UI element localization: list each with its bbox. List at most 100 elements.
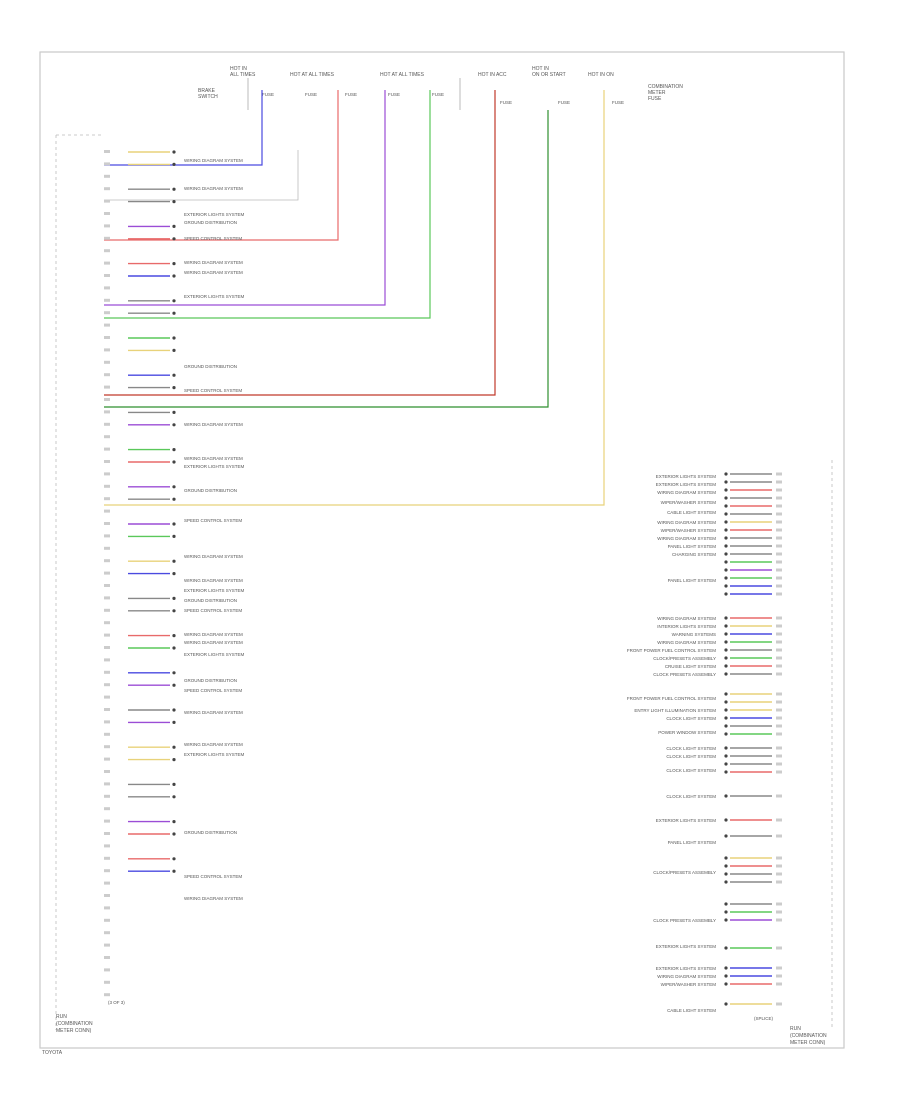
right-circuit-desc: WIPER/WASHER SYSTEM [661,500,717,505]
left-wire-terminal [172,497,176,501]
top-label-hot-all-3: HOT AT ALL TIMES [290,72,335,78]
left-wire-terminal [172,559,176,563]
left-circuit-descriptions: WIRING DIAGRAM SYSTEM WIRING DIAGRAM SYST… [184,158,245,901]
right-circuit-desc: CLOCK LIGHT SYSTEM [666,754,716,759]
left-pin-marker [104,956,110,959]
left-pin-marker [104,931,110,935]
right-pin-marker [776,512,782,516]
right-circuit-desc: CABLE LIGHT SYSTEM [667,510,716,515]
right-wire-terminal [724,856,728,860]
right-circuit-desc: FRONT POWER FUEL CONTROL SYSTEM [627,696,716,701]
left-pin-marker [104,509,110,513]
left-pin-marker [104,150,110,153]
right-pin-marker [776,692,782,696]
fuse-label: FUSE [500,100,512,105]
left-wire-terminal [172,646,176,650]
right-circuit-desc: CLOCK PRESETS ASSEMBLY [653,918,716,923]
left-pin-marker [104,472,110,476]
right-wire-terminal [724,624,728,628]
left-wire-terminal [172,795,176,799]
right-pin-marker [776,856,782,860]
right-circuit-desc: WIRING DIAGRAM SYSTEM [657,616,716,621]
right-wire-terminal [724,512,728,516]
left-circuit-desc: WIRING DIAGRAM SYSTEM [184,640,243,645]
left-circuit-desc: WIRING DIAGRAM SYSTEM [184,632,243,637]
right-pin-marker [776,584,782,588]
right-pin-marker [776,488,782,492]
right-wire-terminal [724,910,728,914]
right-circuit-desc: EXTERIOR LIGHTS SYSTEM [656,474,717,479]
right-pin-marker [776,552,782,556]
left-circuit-desc: WIRING DIAGRAM SYSTEM [184,554,243,559]
left-pin-marker [104,187,110,191]
right-circuit-desc: WARNING SYSTEMS [672,632,716,637]
left-wire-terminal [172,708,176,712]
left-wire-terminal [172,534,176,539]
left-wire-terminal [172,782,176,787]
right-wire-terminal [724,692,728,696]
left-wire-terminal [172,262,176,266]
right-circuit-desc: PANEL LIGHT SYSTEM [668,544,717,549]
left-circuit-desc: GROUND DISTRIBUTION [184,830,237,835]
right-pin-marker [776,770,782,774]
left-pin-marker [104,757,110,761]
right-pin-marker [776,746,782,750]
left-pin-marker [104,633,110,637]
left-pin-marker [104,918,110,922]
right-circuit-desc: WIPER/WASHER SYSTEM [661,982,717,987]
left-circuit-desc: SPEED CONTROL SYSTEM [184,236,242,241]
right-circuit-desc: POWER WINDOW SYSTEM [658,730,716,735]
left-pin-marker [104,298,110,302]
right-pin-marker [776,872,782,876]
top-label-comb-meter: COMBINATION [648,84,683,90]
right-wire-terminal [724,1002,728,1006]
left-wire-terminal [172,720,176,725]
right-wire-terminal [724,472,728,476]
right-wire-terminal [724,544,728,548]
right-pin-marker [776,568,782,572]
right-wire-terminal [724,946,728,950]
left-pin-marker [104,732,110,736]
right-pin-marker [776,656,782,660]
right-pin-marker [776,640,782,644]
left-circuit-desc: WIRING DIAGRAM SYSTEM [184,896,243,901]
right-circuit-desc: WIRING DIAGRAM SYSTEM [657,640,716,645]
right-wire-terminal [724,982,728,986]
left-circuit-desc: WIRING DIAGRAM SYSTEM [184,186,243,191]
left-wire-terminal [172,671,176,675]
left-circuit-desc: WIRING DIAGRAM SYSTEM [184,158,243,163]
fuse-label: FUSE [612,100,624,105]
fuse-label: FUSE [305,92,317,97]
right-wire-terminal [724,536,728,540]
top-label-group: HOT IN ALL TIMES BRAKE SWITCH HOT AT ALL… [198,66,683,102]
right-pin-marker [776,864,782,868]
right-pin-marker [776,974,782,978]
left-pin-marker [104,856,110,860]
left-circuit-desc: GROUND DISTRIBUTION [184,598,237,603]
left-pin-marker [104,212,110,215]
right-circuit-desc: CHARGING SYSTEM [672,552,716,557]
left-pin-marker [104,398,110,401]
left-pin-marker [104,274,110,277]
right-wire-terminal [724,918,728,922]
left-wire-terminal [172,410,176,414]
wire-dark-green [104,110,549,408]
left-wire-terminal [172,460,176,464]
right-wire-terminal [724,488,728,492]
left-circuit-desc: GROUND DISTRIBUTION [184,364,237,369]
left-pin-marker [104,844,110,848]
left-pin-marker [104,422,110,426]
left-circuit-desc: SPEED CONTROL SYSTEM [184,874,242,879]
left-circuit-desc: WIRING DIAGRAM SYSTEM [184,270,243,275]
left-wire-terminal [172,572,176,576]
right-connector-label: RUN [790,1026,801,1032]
right-pin-marker [776,576,782,580]
right-wire-terminal [724,528,728,532]
left-circuit-desc: EXTERIOR LIGHTS SYSTEM [184,212,245,217]
right-pin-marker [776,918,782,922]
left-wire-terminal [172,857,176,861]
left-circuit-desc: EXTERIOR LIGHTS SYSTEM [184,652,245,657]
right-circuit-desc: CRUISE LIGHT SYSTEM [665,664,716,669]
left-wire-terminal [172,745,176,749]
right-wire-terminal [724,552,728,556]
